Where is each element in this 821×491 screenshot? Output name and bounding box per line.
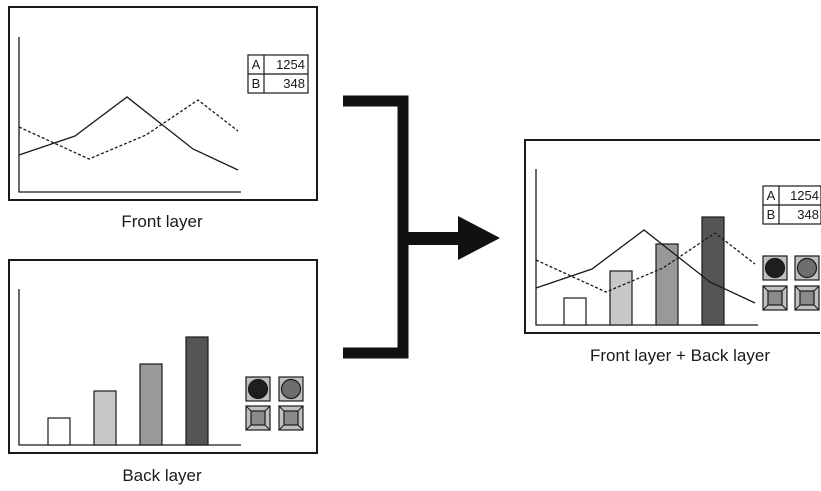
front-layer-value-table: A 1254 B 348 (247, 54, 309, 94)
back-layer-caption: Back layer (122, 466, 202, 485)
front-layer-panel: A 1254 B 348 Front layer (8, 6, 318, 231)
square-switch-icon (794, 285, 820, 311)
table-value-b: 348 (797, 207, 819, 222)
arrow-head-icon (458, 216, 500, 260)
combined-layer-panel: A 1254 B 348 Fron (524, 139, 821, 365)
combined-layer-solid-line (535, 229, 756, 304)
round-button-dark-icon (762, 255, 788, 281)
arrow-shaft (403, 232, 460, 245)
round-button-gray-icon (278, 376, 304, 402)
table-key-b: B (252, 76, 261, 91)
back-layer-panel: Back layer (8, 259, 318, 485)
table-value-b: 348 (283, 76, 305, 91)
front-layer-frame (8, 6, 318, 201)
back-layer-controls (245, 376, 304, 431)
square-switch-icon (278, 405, 304, 431)
bar-1 (563, 297, 587, 326)
front-layer-axes (18, 37, 241, 193)
bar-1 (47, 417, 71, 446)
combined-layer-frame (524, 139, 820, 334)
combined-layer-bars (563, 216, 725, 326)
table-value-a: 1254 (790, 188, 819, 203)
square-switch-icon (762, 285, 788, 311)
combined-layer-caption: Front layer + Back layer (590, 346, 770, 365)
combined-layer-axes (535, 169, 758, 326)
table-key-a: A (252, 57, 261, 72)
table-value-a: 1254 (276, 57, 305, 72)
combined-layer-value-table: A 1254 B 348 (762, 185, 821, 225)
back-layer-bars (47, 336, 209, 446)
front-layer-solid-line (18, 96, 239, 171)
bar-4 (701, 216, 725, 326)
back-layer-axes (18, 289, 241, 446)
round-button-dark-icon (245, 376, 271, 402)
combined-layer-dashed-line (535, 232, 756, 293)
front-layer-dashed-line (18, 99, 239, 160)
combined-layer-controls (762, 255, 820, 311)
table-key-a: A (767, 188, 776, 203)
bar-2 (609, 270, 633, 326)
table-key-b: B (767, 207, 776, 222)
bar-2 (93, 390, 117, 446)
round-button-gray-icon (794, 255, 820, 281)
bar-3 (139, 363, 163, 446)
merge-bracket-arrow (343, 95, 500, 359)
bar-4 (185, 336, 209, 446)
bar-3 (655, 243, 679, 326)
square-switch-icon (245, 405, 271, 431)
front-layer-caption: Front layer (121, 212, 203, 231)
merge-bracket (343, 95, 409, 359)
